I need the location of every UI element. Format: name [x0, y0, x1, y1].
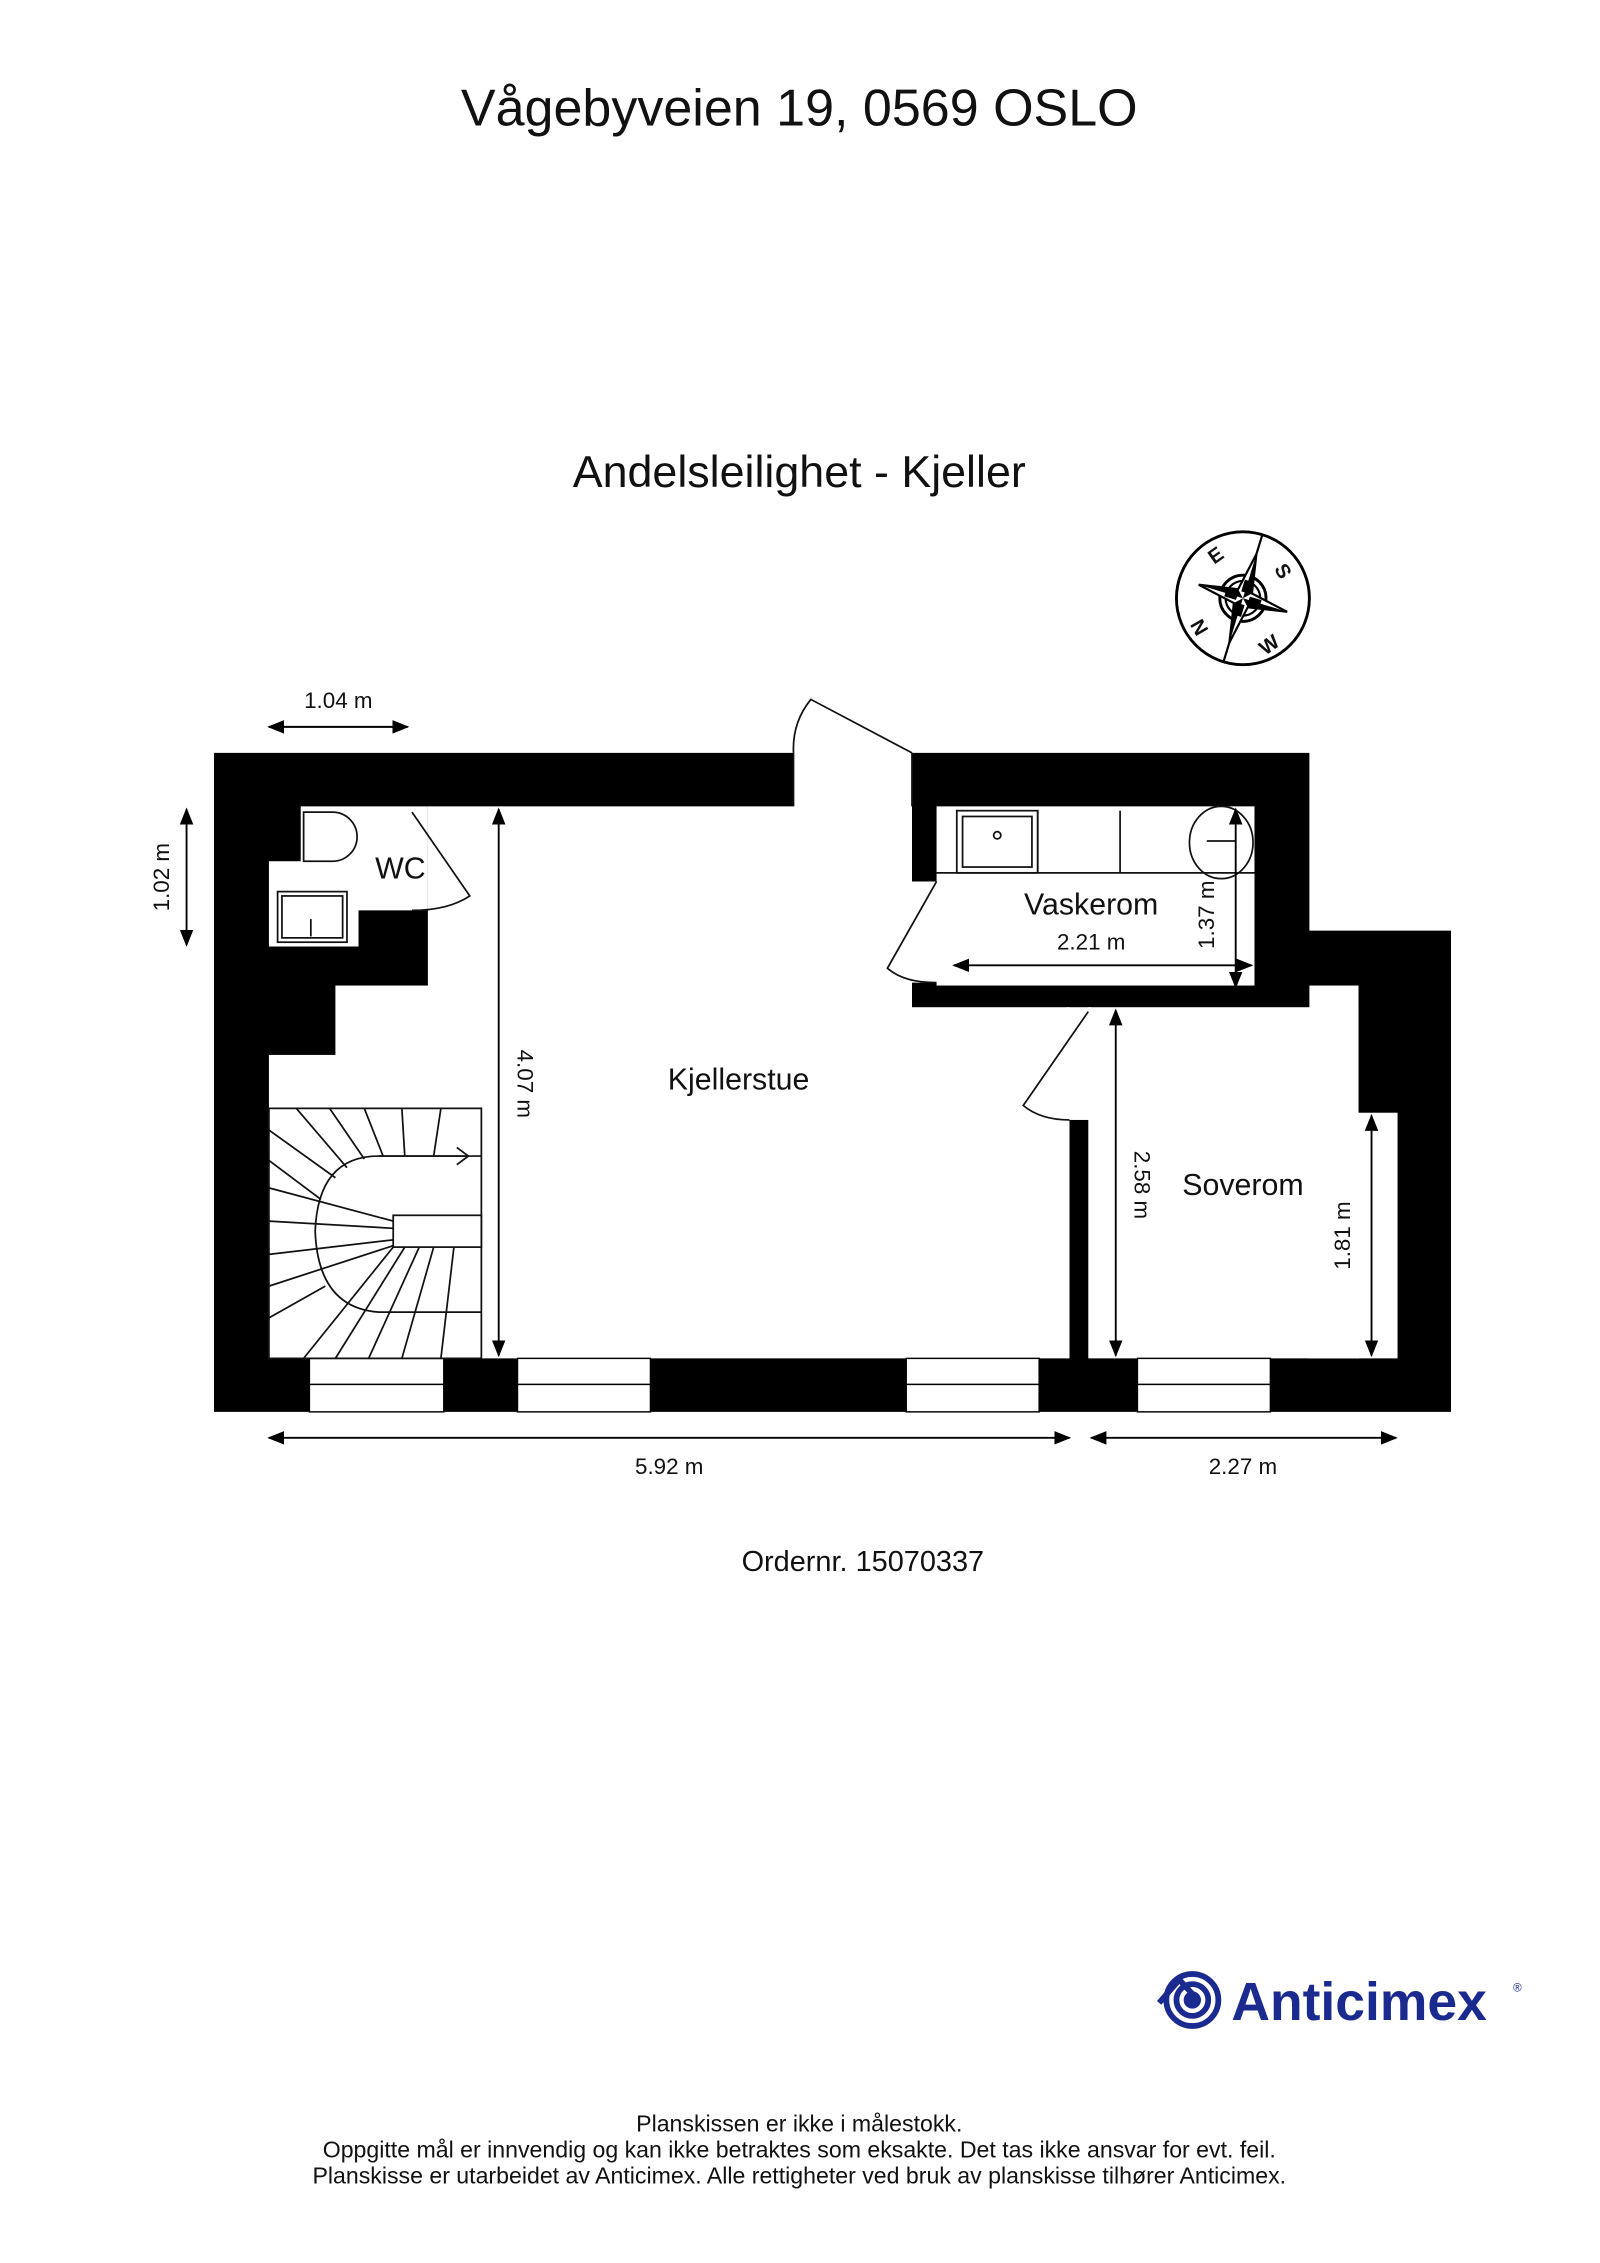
dim-wc-depth: 1.02 m — [149, 843, 174, 911]
dim-soverom-width: 2.27 m — [1209, 1454, 1277, 1479]
staircase — [268, 1107, 483, 1360]
dim-soverom-inner: 1.81 m — [1330, 1201, 1355, 1269]
dim-vaskerom-width: 2.21 m — [1057, 929, 1125, 954]
anticimex-logo-icon — [1156, 1971, 1222, 2029]
address-title: Vågebyveien 19, 0569 OSLO — [461, 80, 1138, 138]
room-vaskerom — [936, 806, 1255, 986]
fixtures — [276, 805, 1255, 944]
dimension-lines — [179, 720, 1398, 1445]
windows — [308, 1357, 1272, 1413]
dim-wc-width: 1.04 m — [304, 688, 372, 713]
dim-kjellerstue-depth: 4.07 m — [512, 1050, 537, 1118]
floor-plan: WC Vaskerom Kjellerstue Soverom 1.04 m 1… — [149, 688, 1452, 1479]
footer-line-3: Planskisse er utarbeidet av Anticimex. A… — [312, 2163, 1286, 2189]
doors — [411, 698, 1090, 1121]
dim-soverom-depth: 2.58 m — [1130, 1151, 1155, 1219]
compass-east: E — [1204, 543, 1228, 569]
room-kjellerstue — [427, 806, 912, 1359]
room-label-vaskerom: Vaskerom — [1024, 889, 1158, 922]
dim-vaskerom-depth: 1.37 m — [1194, 881, 1219, 949]
dim-total-width: 5.92 m — [635, 1454, 703, 1479]
compass-south: S — [1269, 560, 1295, 583]
svg-text:®: ® — [1513, 1982, 1522, 1994]
room-wc — [268, 806, 428, 947]
order-number: Ordernr. 15070337 — [742, 1546, 985, 1578]
anticimex-logo: Anticimex ® — [1156, 1971, 1522, 2032]
footer-line-1: Planskissen er ikke i målestokk. — [636, 2110, 962, 2136]
compass-rose-icon: E S W N — [1174, 530, 1311, 667]
compass-west: W — [1256, 631, 1285, 660]
room-label-kjellerstue: Kjellerstue — [668, 1064, 810, 1097]
room-label-wc: WC — [375, 853, 426, 886]
floor-subtitle: Andelsleilighet - Kjeller — [573, 447, 1026, 497]
footer-line-2: Oppgitte mål er innvendig og kan ikke be… — [323, 2137, 1276, 2163]
anticimex-logo-text: Anticimex — [1231, 1973, 1487, 2032]
room-label-soverom: Soverom — [1182, 1169, 1303, 1202]
